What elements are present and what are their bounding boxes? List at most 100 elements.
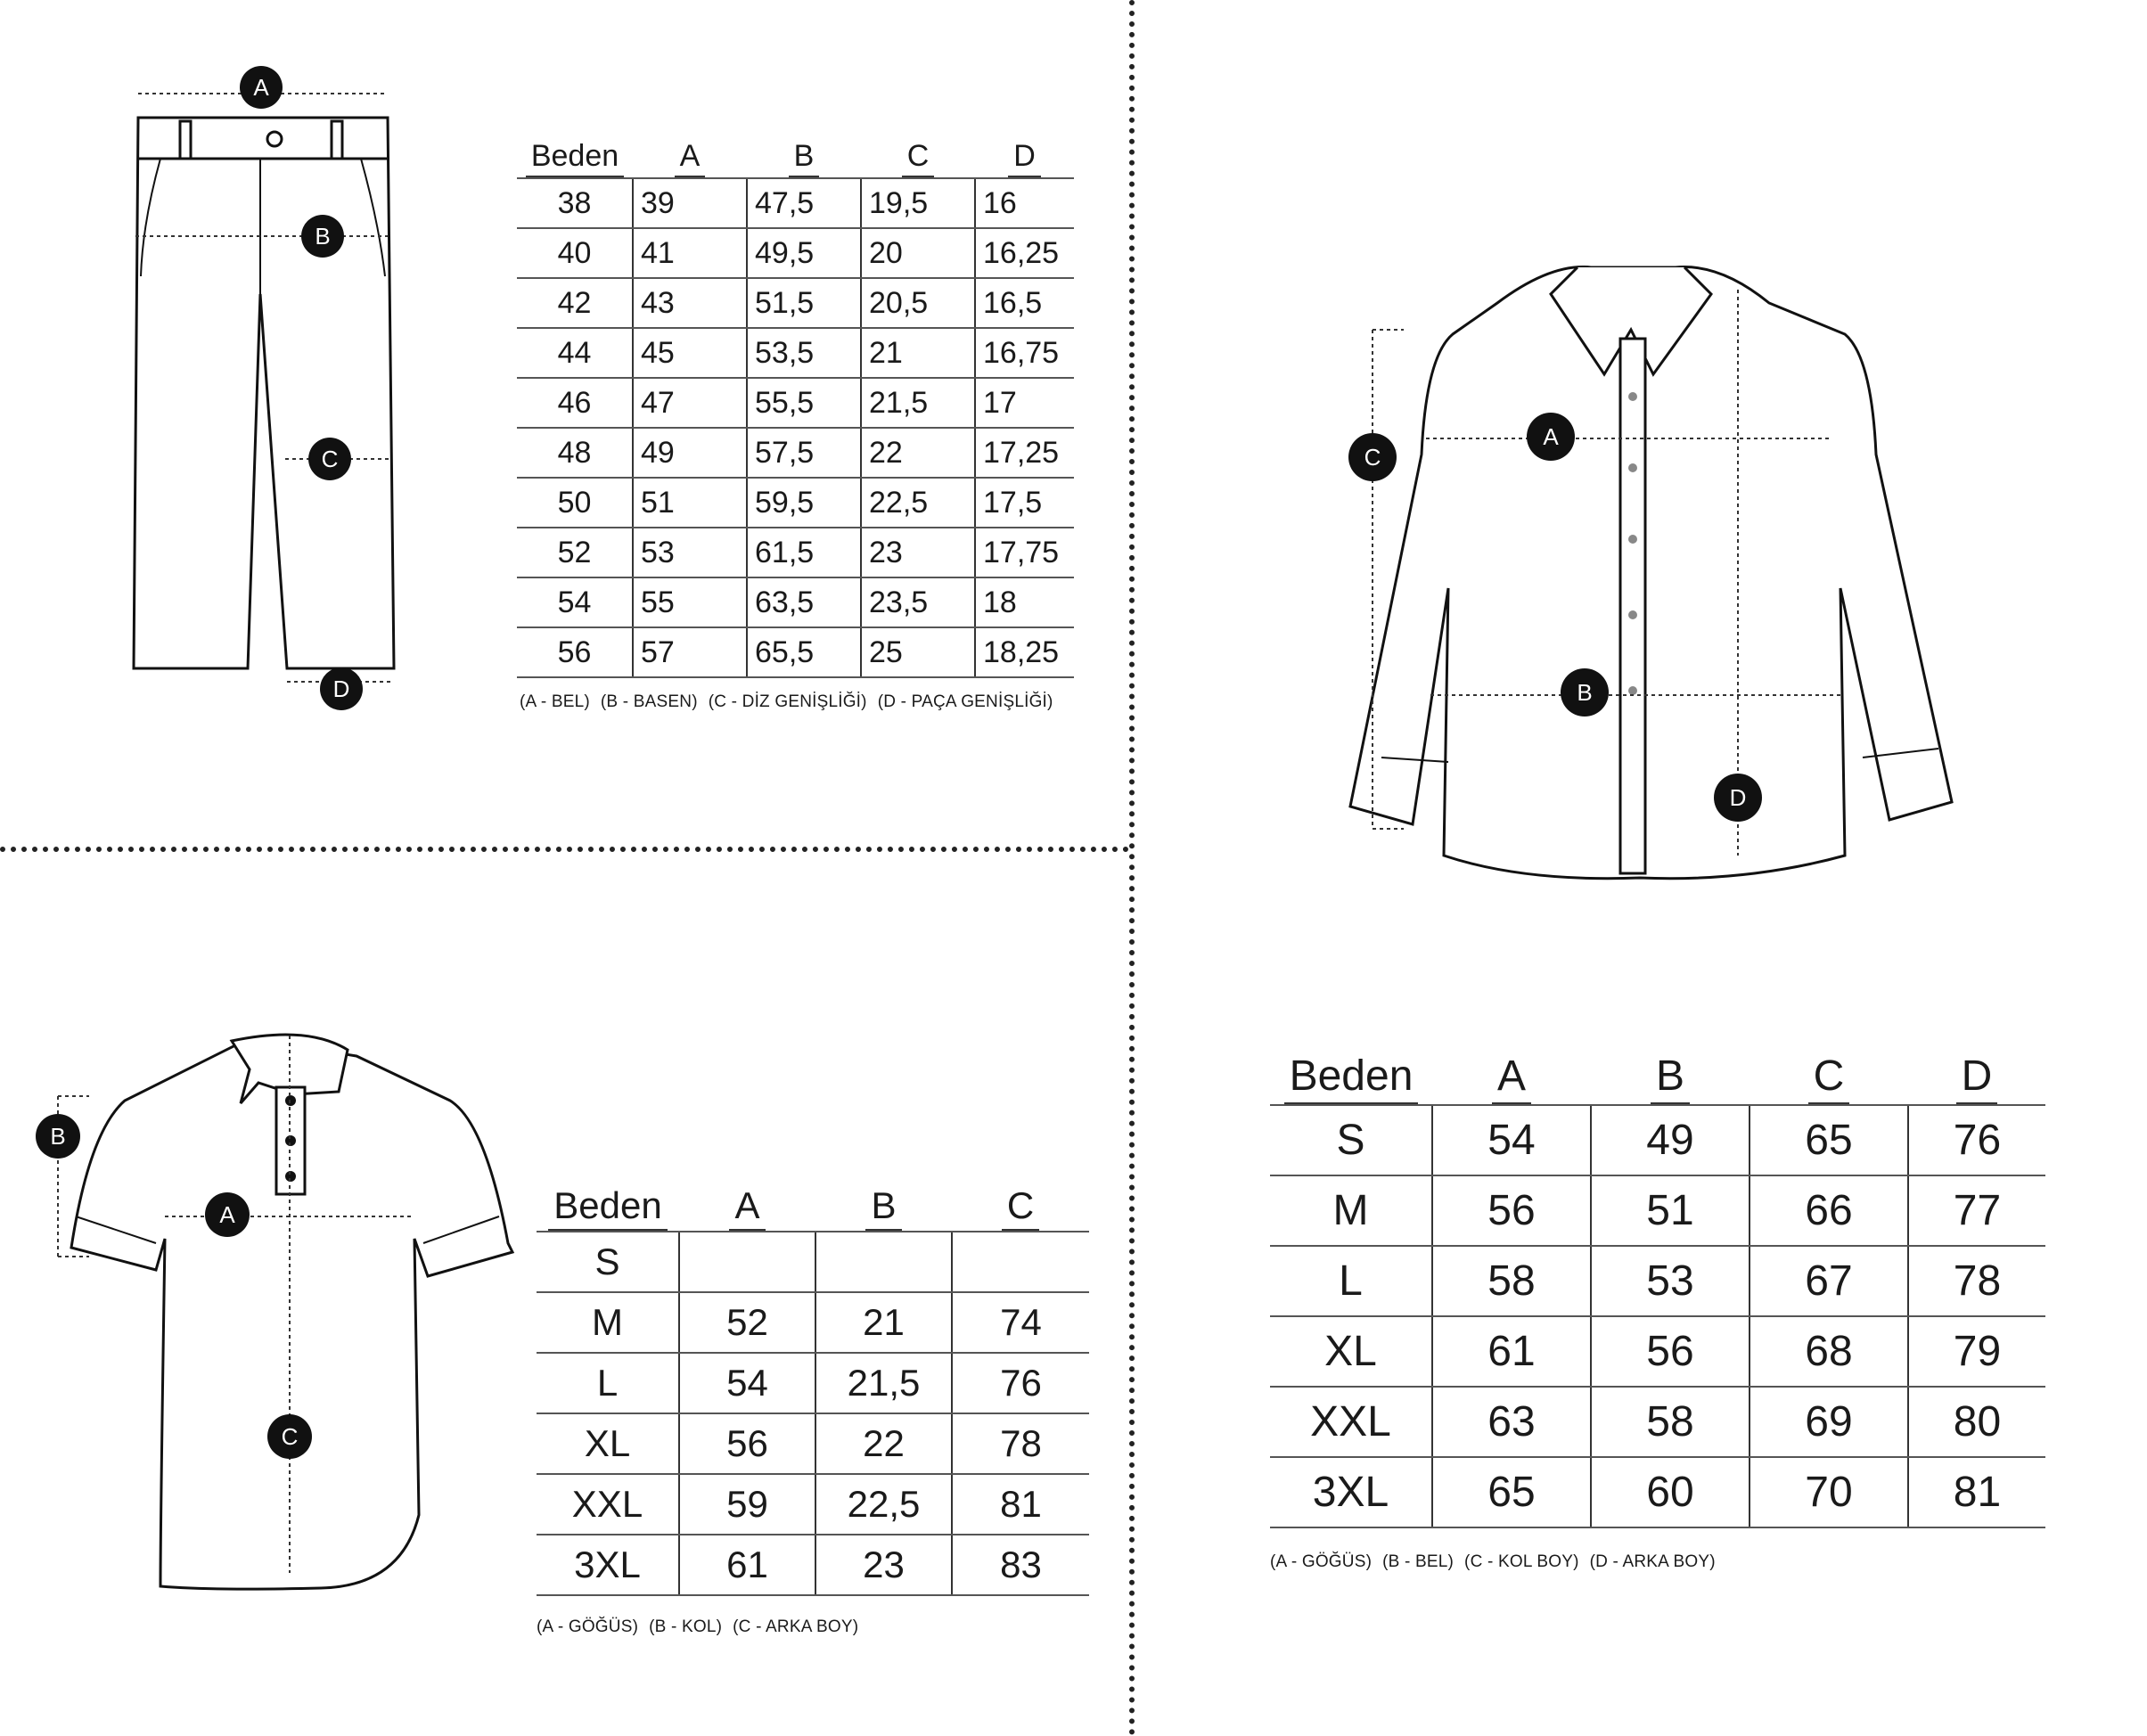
horizontal-divider (0, 847, 1129, 852)
size-cell: L (1270, 1246, 1432, 1317)
value-cell: 61 (678, 1535, 815, 1596)
value-cell: 49 (632, 428, 747, 479)
value-cell: 21 (860, 328, 975, 379)
value-cell: 47 (632, 378, 747, 429)
marker-a: A (240, 66, 283, 109)
value-cell: 51 (632, 478, 747, 528)
size-cell: M (537, 1292, 679, 1354)
value-cell: 65,5 (746, 627, 861, 678)
table-row: S (537, 1231, 1089, 1293)
svg-text:C: C (322, 446, 339, 472)
value-cell: 51 (1590, 1175, 1750, 1247)
value-cell: 22,5 (860, 478, 975, 528)
svg-text:A: A (1543, 423, 1559, 450)
marker-d: D (1714, 774, 1762, 822)
value-cell: 43 (632, 278, 747, 329)
size-cell: 52 (517, 528, 633, 578)
value-cell: 23 (815, 1535, 952, 1596)
size-cell: S (537, 1231, 679, 1293)
value-cell: 56 (678, 1413, 815, 1475)
marker-b: B (301, 215, 344, 258)
value-cell: 16,25 (974, 228, 1074, 279)
value-cell: 22,5 (815, 1474, 952, 1535)
header-b: B (747, 116, 861, 178)
value-cell: 65 (1749, 1104, 1908, 1176)
legend-item: (C - ARKA BOY) (733, 1617, 859, 1636)
value-cell: 53,5 (746, 328, 861, 379)
size-cell: L (537, 1353, 679, 1414)
value-cell: 53 (632, 528, 747, 578)
legend-item: (B - BEL) (1382, 1552, 1455, 1571)
marker-b: B (1561, 668, 1609, 717)
value-cell: 56 (1431, 1175, 1591, 1247)
value-cell: 59,5 (746, 478, 861, 528)
value-cell: 68 (1749, 1316, 1908, 1388)
value-cell: 20 (860, 228, 975, 279)
value-cell: 65 (1431, 1457, 1591, 1528)
value-cell: 83 (951, 1535, 1089, 1596)
value-cell: 16,75 (974, 328, 1074, 379)
value-cell: 59 (678, 1474, 815, 1535)
size-cell: 42 (517, 278, 633, 329)
value-cell: 78 (1907, 1246, 2045, 1317)
pants-illustration: A B C D (132, 66, 396, 710)
marker-c: C (308, 438, 351, 480)
value-cell: 17,75 (974, 528, 1074, 578)
svg-text:B: B (50, 1123, 65, 1150)
value-cell: 45 (632, 328, 747, 379)
svg-text:B: B (315, 223, 330, 250)
header-beden: Beden (517, 116, 633, 178)
marker-b: B (36, 1114, 80, 1159)
value-cell: 16,5 (974, 278, 1074, 329)
svg-text:C: C (282, 1423, 299, 1450)
value-cell: 23 (860, 528, 975, 578)
value-cell: 81 (951, 1474, 1089, 1535)
value-cell: 54 (1431, 1104, 1591, 1176)
pants-legend: (A - BEL)(B - BASEN)(C - DİZ GENİŞLİĞİ)(… (520, 692, 1064, 712)
value-cell: 51,5 (746, 278, 861, 329)
size-cell: 48 (517, 428, 633, 479)
svg-text:D: D (1730, 784, 1747, 811)
value-cell: 63 (1431, 1387, 1591, 1458)
value-cell: 60 (1590, 1457, 1750, 1528)
value-cell: 53 (1590, 1246, 1750, 1317)
vertical-divider (1129, 0, 1135, 1736)
marker-c: C (1348, 433, 1397, 481)
svg-text:A: A (219, 1201, 235, 1228)
legend-item: (D - PAÇA GENİŞLİĞİ) (877, 692, 1053, 711)
value-cell: 58 (1590, 1387, 1750, 1458)
header-c: C (1750, 1016, 1908, 1105)
svg-text:C: C (1364, 444, 1381, 471)
legend-item: (B - BASEN) (600, 692, 698, 711)
header-d: D (975, 116, 1074, 178)
value-cell: 57,5 (746, 428, 861, 479)
legend-item: (A - BEL) (520, 692, 590, 711)
value-cell: 20,5 (860, 278, 975, 329)
size-cell: 56 (517, 627, 633, 678)
size-cell: 44 (517, 328, 633, 379)
value-cell: 18,25 (974, 627, 1074, 678)
size-cell: XXL (1270, 1387, 1432, 1458)
value-cell: 61 (1431, 1316, 1591, 1388)
size-cell: M (1270, 1175, 1432, 1247)
value-cell: 78 (951, 1413, 1089, 1475)
size-cell: 54 (517, 577, 633, 628)
marker-d: D (320, 667, 363, 710)
header-beden: Beden (537, 1159, 679, 1232)
value-cell: 55 (632, 577, 747, 628)
